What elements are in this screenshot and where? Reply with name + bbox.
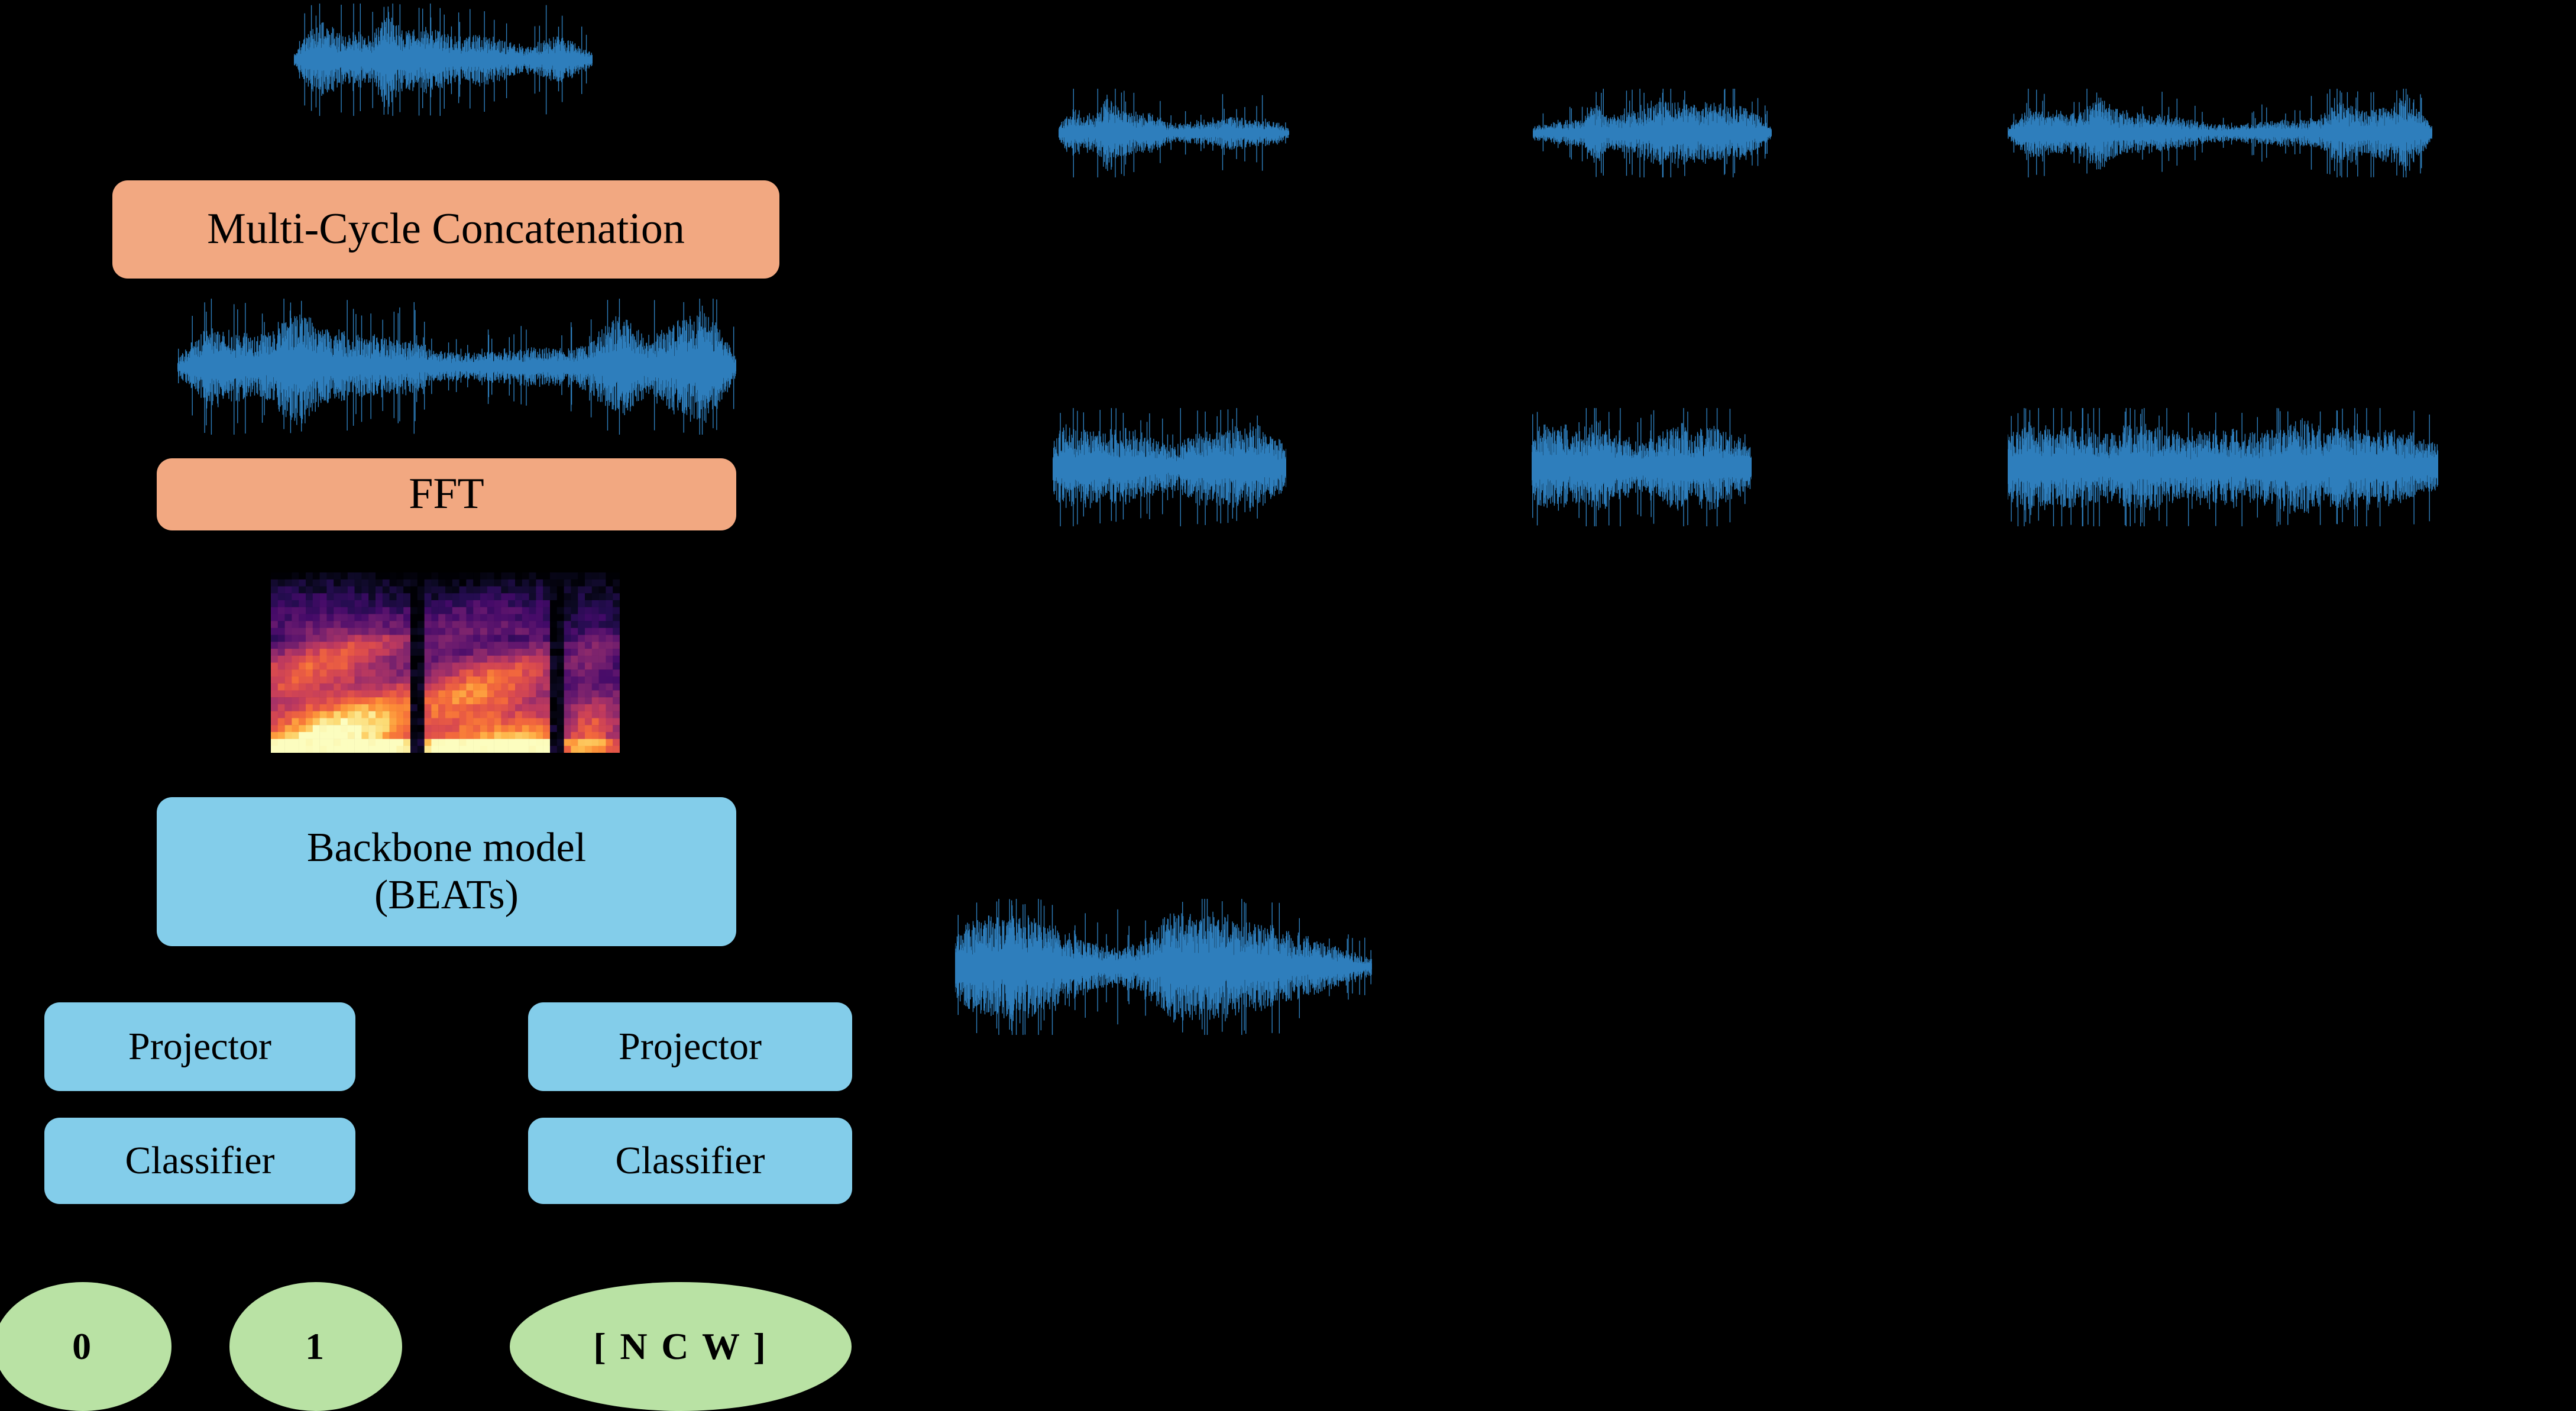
sample-waveform-r2c1	[1053, 408, 1286, 526]
sample-waveform-r3c1	[955, 899, 1372, 1035]
sample-waveform-r2c3	[2008, 408, 2438, 526]
output-text: [ N C W ]	[593, 1325, 768, 1368]
block-multi-cycle-concatenation[interactable]: Multi-Cycle Concatenation	[112, 180, 779, 279]
backbone-label-line2: (BEATs)	[374, 872, 519, 918]
output-label-0[interactable]: 0	[0, 1282, 171, 1411]
block-label: Multi-Cycle Concatenation	[207, 205, 685, 254]
sample-waveform-r1c1	[1059, 89, 1289, 177]
output-text: 0	[72, 1325, 93, 1368]
block-backbone-model[interactable]: Backbone model (BEATs)	[157, 797, 736, 946]
projector-left[interactable]: Projector	[44, 1002, 355, 1091]
output-label-1[interactable]: 1	[229, 1282, 402, 1411]
sample-waveform-r1c2	[1533, 89, 1772, 177]
projector-label: Projector	[619, 1025, 762, 1069]
projector-label: Projector	[128, 1025, 271, 1069]
backbone-label-line1: Backbone model	[306, 824, 587, 870]
mel-spectrogram	[271, 572, 620, 753]
output-text: 1	[305, 1325, 326, 1368]
concatenated-waveform	[177, 299, 736, 435]
projector-right[interactable]: Projector	[528, 1002, 852, 1091]
block-fft[interactable]: FFT	[157, 458, 736, 530]
classifier-left[interactable]: Classifier	[44, 1118, 355, 1204]
block-label: FFT	[409, 470, 484, 519]
sample-waveform-r2c2	[1532, 408, 1752, 526]
sample-waveform-r1c3	[2008, 89, 2432, 177]
input-waveform	[294, 4, 593, 116]
classifier-label: Classifier	[125, 1139, 275, 1183]
output-label-ncw[interactable]: [ N C W ]	[510, 1282, 852, 1411]
classifier-label: Classifier	[615, 1139, 765, 1183]
classifier-right[interactable]: Classifier	[528, 1118, 852, 1204]
